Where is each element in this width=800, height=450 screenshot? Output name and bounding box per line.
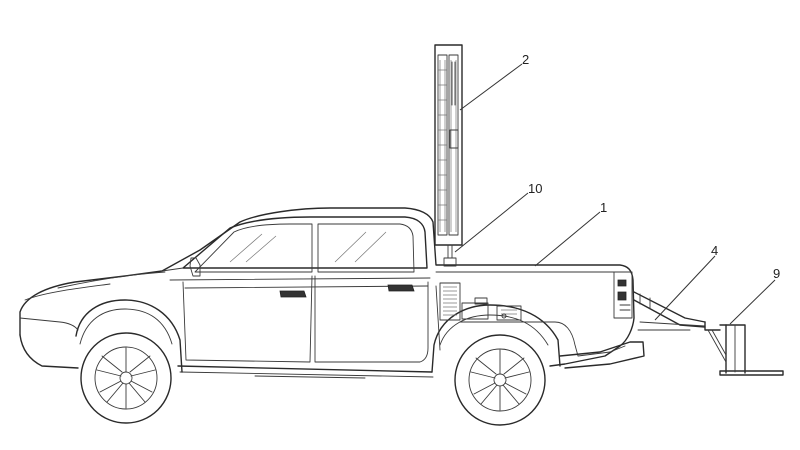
truck-body — [19, 207, 645, 379]
leader-line-10 — [454, 192, 529, 253]
front-wheel — [80, 332, 172, 424]
leader-line-4 — [654, 255, 716, 321]
leader-line-9 — [729, 279, 776, 325]
callout-label-1: 1 — [600, 200, 607, 215]
rear-hitch-arm — [633, 291, 706, 331]
leader-line-2 — [459, 63, 523, 111]
callout-label-2: 2 — [522, 52, 529, 67]
callout-label-10: 10 — [528, 181, 542, 196]
vertical-mast — [434, 44, 463, 267]
rear-support-frame — [704, 321, 784, 376]
leader-line-1 — [534, 211, 601, 267]
rear-wheel — [454, 334, 546, 426]
callout-label-4: 4 — [711, 243, 718, 258]
callout-label-9: 9 — [773, 266, 780, 281]
